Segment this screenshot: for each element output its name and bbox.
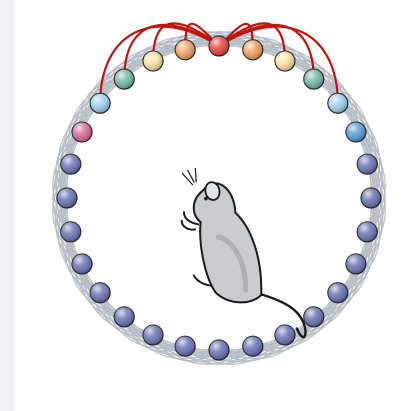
neuron <box>143 325 163 345</box>
neuron <box>346 122 366 142</box>
neuron <box>114 69 134 89</box>
neuron <box>114 307 134 327</box>
active-neuron <box>209 36 229 56</box>
neuron <box>57 188 77 208</box>
neuron <box>328 283 348 303</box>
neuron <box>175 40 195 60</box>
neuron <box>357 154 377 174</box>
neuron <box>209 340 229 360</box>
neuron <box>361 188 381 208</box>
neuron <box>90 93 110 113</box>
neuron <box>61 154 81 174</box>
neuron <box>61 222 81 242</box>
neuron <box>275 325 295 345</box>
neuron <box>357 222 377 242</box>
neuron <box>143 51 163 71</box>
mouse-whiskers <box>182 168 199 187</box>
neuron <box>90 283 110 303</box>
neuron <box>243 336 263 356</box>
neuron <box>175 336 195 356</box>
neuron <box>275 51 295 71</box>
neuron <box>328 93 348 113</box>
neuron <box>304 69 324 89</box>
neuron <box>243 40 263 60</box>
neuron <box>346 254 366 274</box>
neuron <box>72 122 92 142</box>
neuron <box>304 307 324 327</box>
neuron <box>72 254 92 274</box>
